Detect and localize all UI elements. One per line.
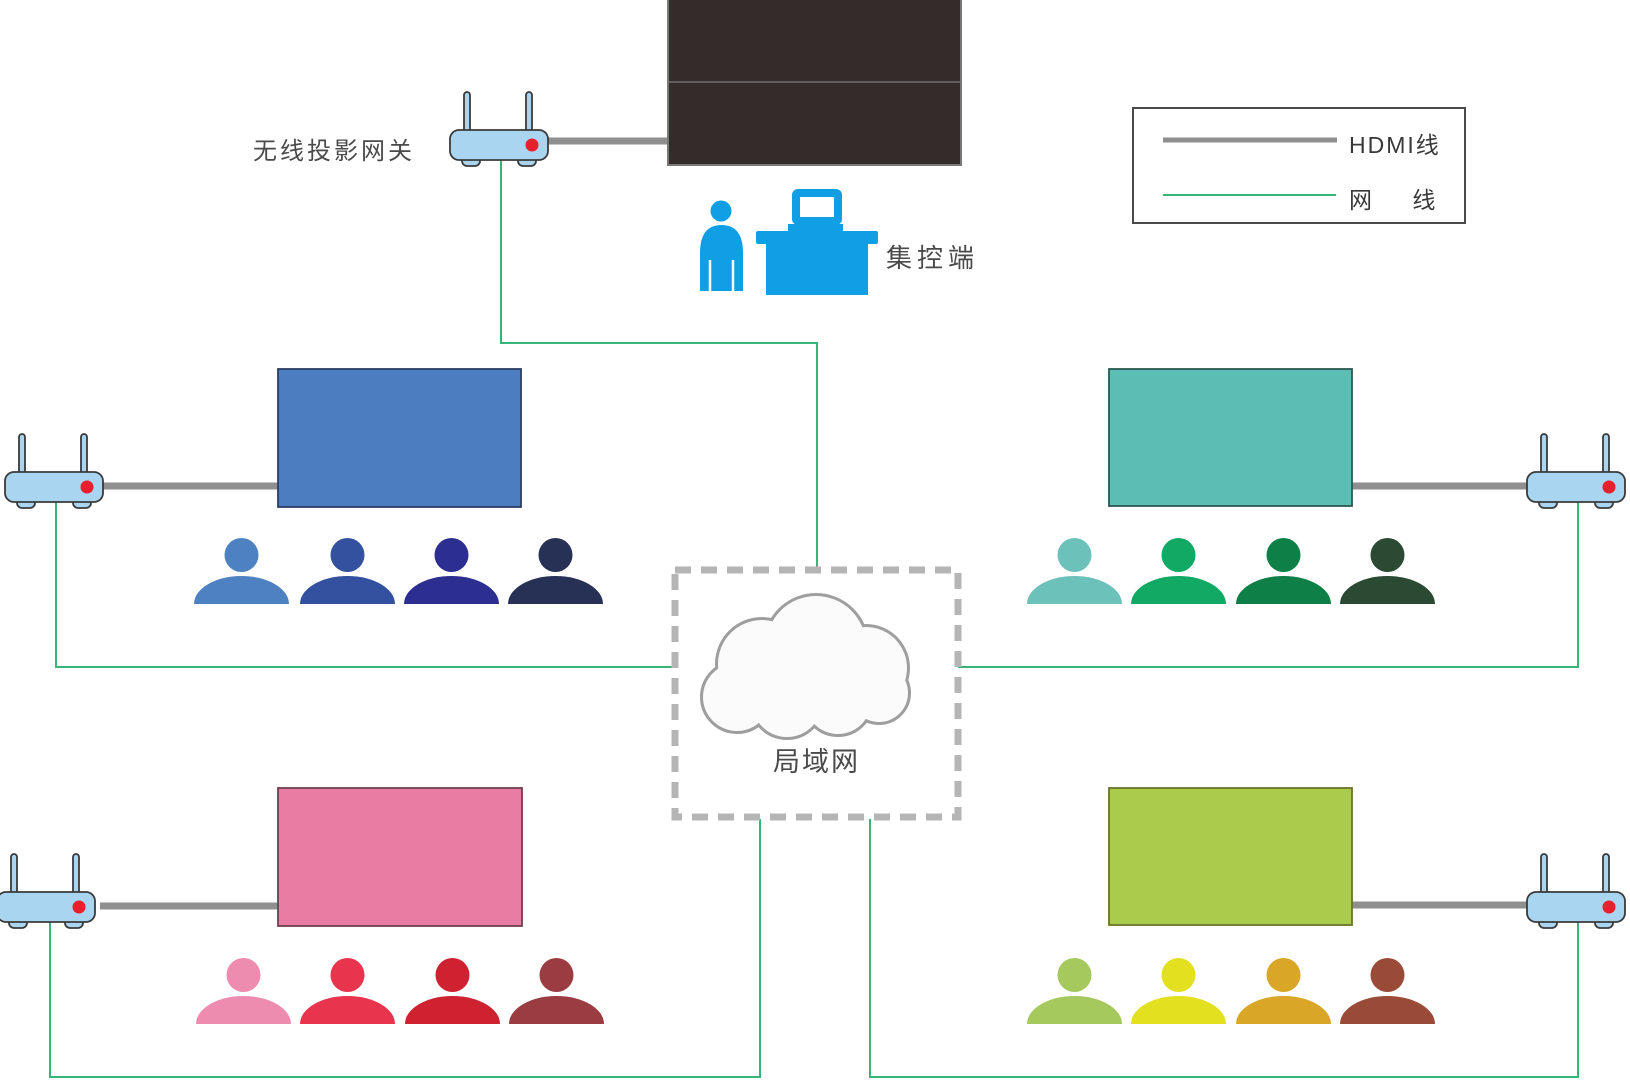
net-cable-room-green: [869, 819, 1579, 1078]
control-monitor-screen: [800, 197, 834, 217]
operator-body: [700, 225, 743, 291]
operator-at-control-desk-icon: [700, 189, 878, 295]
audience-person-icon: [405, 958, 500, 1024]
audience-person-icon: [194, 538, 289, 604]
router-room-green-icon: [1526, 853, 1626, 929]
audience-person-icon: [1236, 538, 1331, 604]
desk-keyboard: [788, 224, 843, 231]
legend-box: [1132, 107, 1466, 224]
screen-room-teal: [1108, 368, 1353, 507]
audience-person-icon: [1236, 958, 1331, 1024]
net-cable-room-teal: [956, 500, 1579, 668]
hdmi-cables: [100, 137, 1529, 910]
gateway-label: 无线投影网关: [253, 138, 415, 165]
operator-arm-gaps: [708, 260, 735, 291]
net-cable-room-pink: [49, 819, 761, 1078]
lan-label: 局域网: [773, 747, 860, 777]
control-terminal-label: 集控端: [886, 243, 980, 273]
audience-person-icon: [300, 538, 395, 604]
audience-person-icon: [509, 958, 604, 1024]
audience-room-blue: [194, 538, 603, 604]
main-dark-screen: [667, 0, 962, 166]
legend-net-label: 网 线: [1349, 187, 1438, 213]
net-cable-gateway-to-lan: [500, 156, 818, 572]
desk-body: [766, 244, 868, 295]
legend-hdmi-label: HDMI线: [1349, 132, 1441, 158]
screen-room-green: [1108, 787, 1353, 926]
audience-person-icon: [196, 958, 291, 1024]
audience-person-icon: [508, 538, 603, 604]
audience-person-icon: [1131, 958, 1226, 1024]
audience-person-icon: [1340, 958, 1435, 1024]
net-cable-room-blue: [55, 500, 677, 668]
screen-room-pink: [277, 787, 523, 927]
router-room-pink-icon: [0, 853, 96, 929]
operator-head: [710, 200, 732, 222]
audience-person-icon: [404, 538, 499, 604]
router-room-teal-icon: [1526, 433, 1626, 509]
audience-person-icon: [1340, 538, 1435, 604]
lan-cloud-icon: [700, 593, 911, 740]
desk-counter: [756, 231, 878, 244]
network-cables: [49, 156, 1579, 1078]
audience-person-icon: [1131, 538, 1226, 604]
legend: [1132, 107, 1466, 224]
audience-person-icon: [1027, 958, 1122, 1024]
audience-room-green: [1027, 958, 1435, 1024]
screen-room-blue: [277, 368, 522, 508]
audience-room-pink: [196, 958, 604, 1024]
router-room-blue-icon: [4, 433, 104, 509]
audience-person-icon: [1027, 538, 1122, 604]
audience-person-icon: [300, 958, 395, 1024]
audience-room-teal: [1027, 538, 1435, 604]
wireless-gateway-router-icon: [449, 91, 549, 167]
